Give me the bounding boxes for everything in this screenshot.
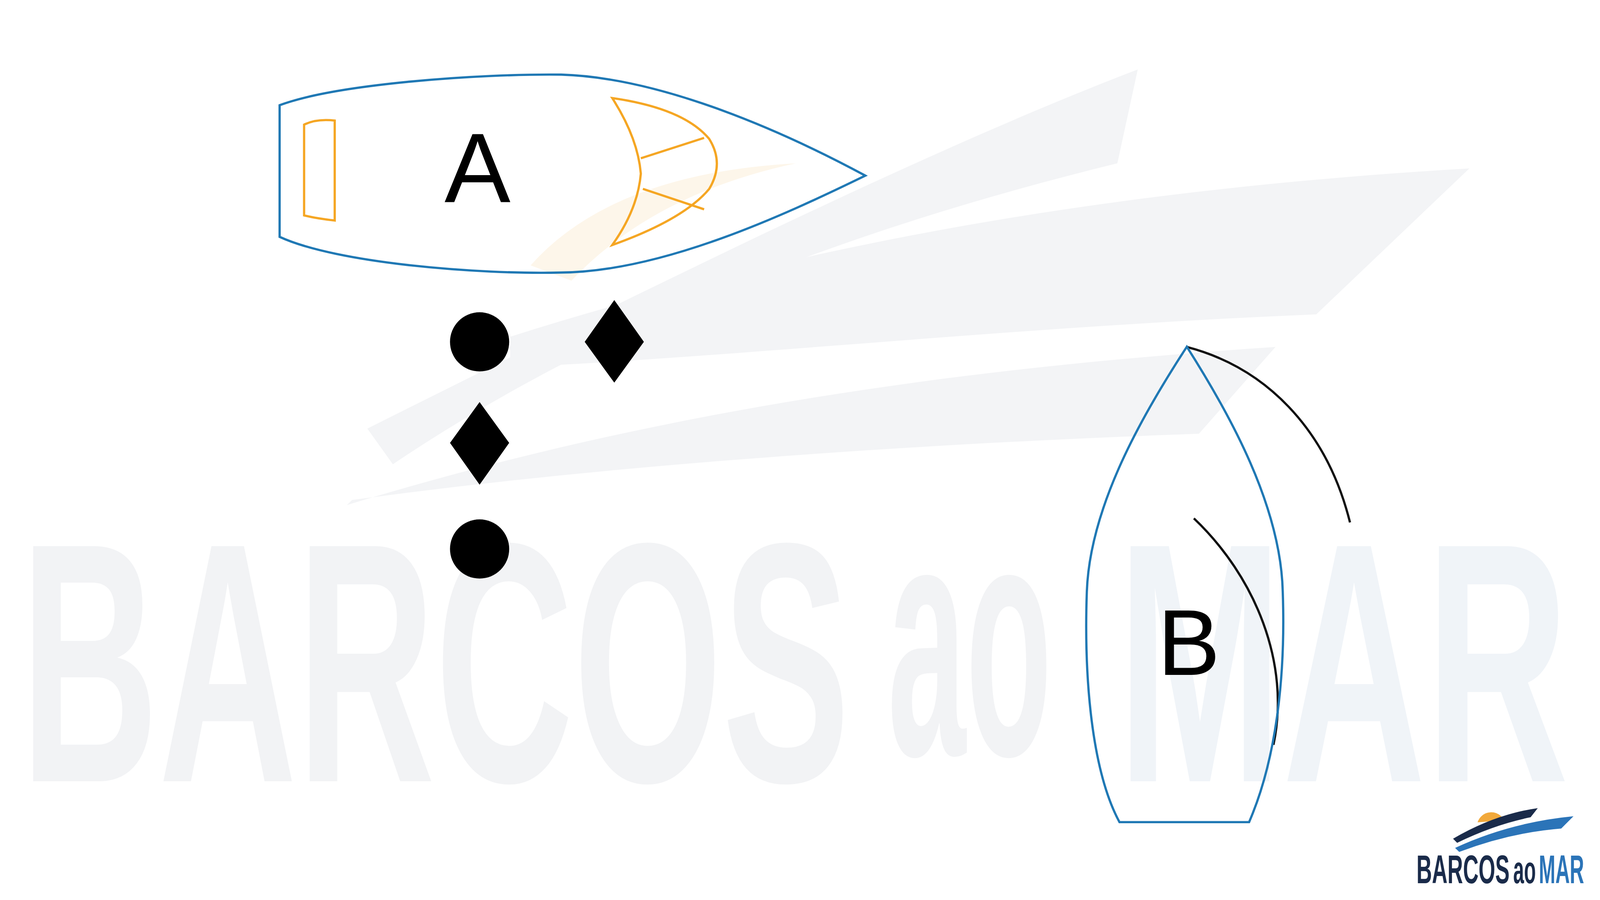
watermark-swoosh [347, 69, 1470, 506]
logo-text: ao [1513, 850, 1537, 890]
hull-line [1086, 347, 1284, 823]
wake-line [1186, 347, 1351, 523]
boat-b: B [1081, 342, 1288, 827]
hull-line [279, 74, 866, 273]
watermark-text: ao [887, 471, 1052, 807]
diamond-shape [584, 299, 644, 383]
hull-outline [1081, 342, 1288, 827]
boat-a: A [275, 71, 870, 276]
day-shapes [449, 299, 644, 579]
deck-detail [303, 119, 335, 221]
deck-detail [643, 188, 705, 210]
ball-shape [449, 312, 510, 372]
hull-outline [275, 71, 870, 276]
deck-detail [612, 97, 718, 245]
boat-letter: B [1157, 595, 1221, 690]
deck-detail [640, 137, 704, 158]
logo-icon [1453, 808, 1574, 853]
diamond-shape [449, 402, 510, 486]
ball-shape [449, 519, 510, 579]
boat-letter: A [444, 118, 511, 218]
logo-swoosh [1455, 816, 1574, 853]
logo-text: BARCOS [1416, 849, 1510, 890]
watermark-text: BARCOS [20, 492, 850, 835]
logo-text: MAR [1538, 849, 1585, 890]
